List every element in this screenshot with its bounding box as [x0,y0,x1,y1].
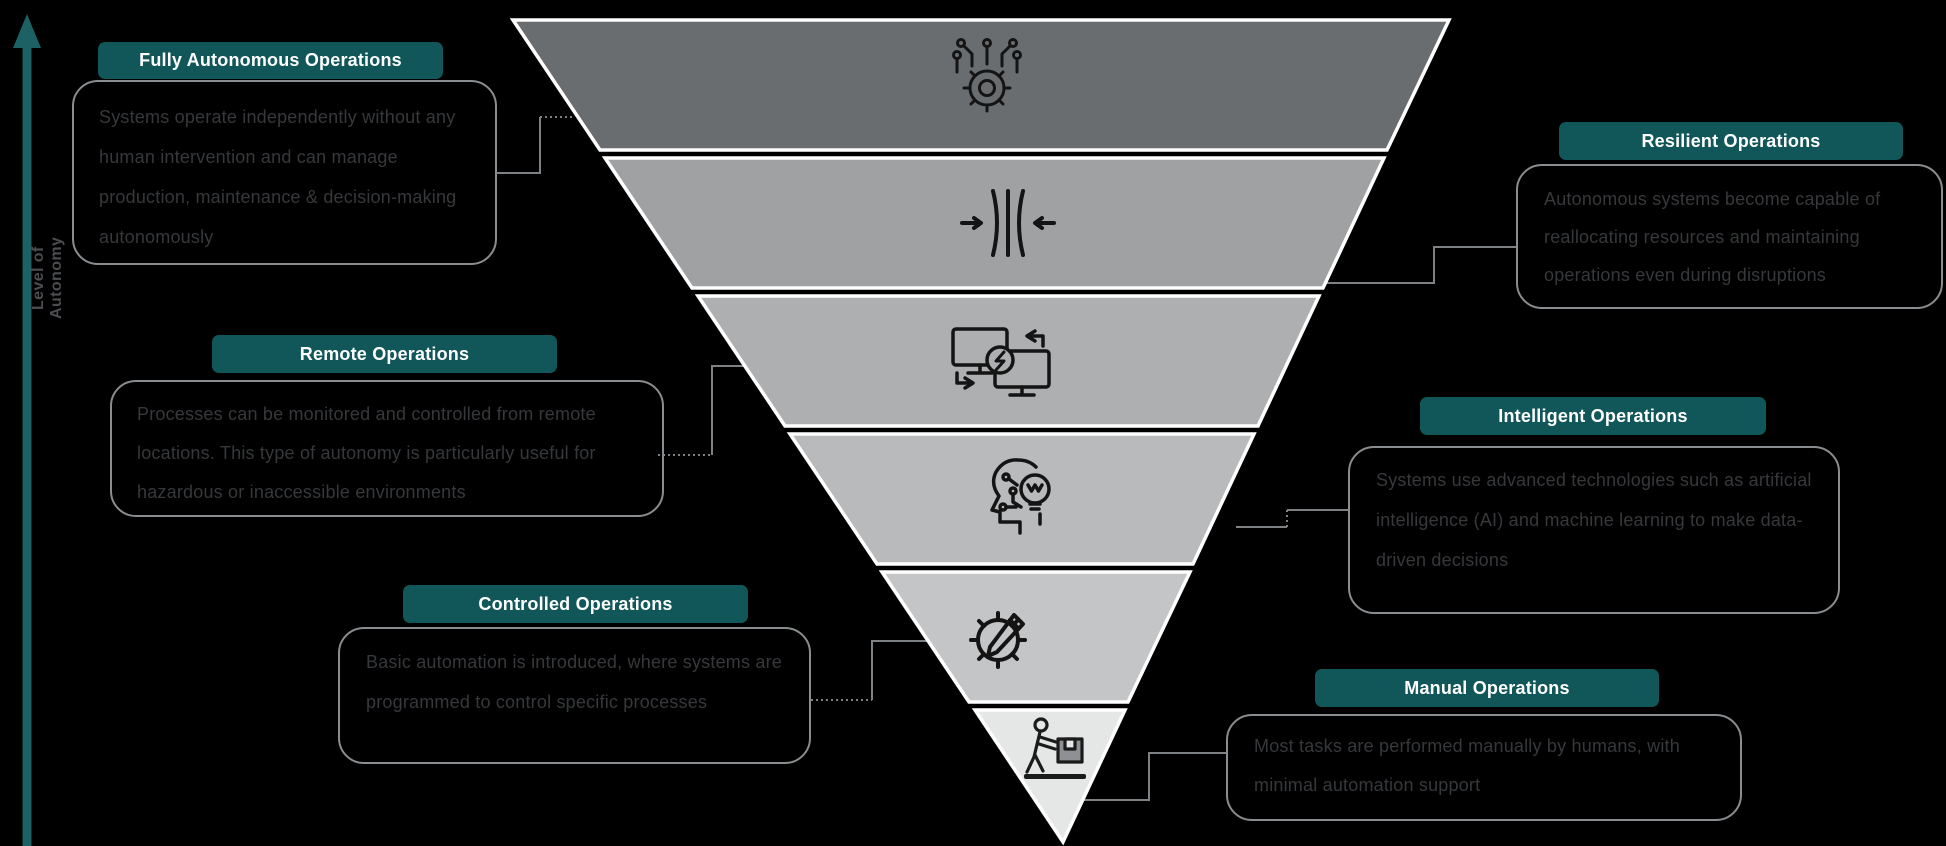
resilience-icon [960,189,1056,257]
automation-gear-icon [952,38,1022,113]
pyramid-band-controlled [878,570,1193,704]
description-intelligent-operations: Systems use advanced technologies such a… [1348,446,1840,614]
pyramid-band-intelligent [786,432,1257,566]
axis-label-level-of-autonomy: Level of Autonomy [30,236,65,320]
connector-lines [497,116,1516,801]
band-icons [951,38,1086,779]
connector-resilient [1325,246,1516,284]
ai-head-icon [990,458,1051,535]
gear-pencil-icon [969,611,1027,669]
badge-fully-autonomous-operations: Fully Autonomous Operations [98,42,443,79]
badge-intelligent-operations: Intelligent Operations [1420,397,1766,435]
badge-controlled-operations: Controlled Operations [403,585,748,623]
manual-worker-icon [1024,717,1086,779]
description-manual-operations: Most tasks are performed manually by hum… [1226,714,1742,821]
connector-manual [1083,752,1226,801]
badge-remote-operations: Remote Operations [212,335,557,373]
description-resilient-operations: Autonomous systems become capable of rea… [1516,164,1943,309]
pyramid-band-resilient [601,156,1387,290]
connector-fully-autonomous [497,117,541,174]
description-remote-operations: Processes can be monitored and controlle… [110,380,664,517]
description-controlled-operations: Basic automation is introduced, where sy… [338,627,811,764]
level-of-autonomy-axis-arrow [13,14,41,846]
remote-monitors-icon [951,327,1051,397]
description-fully-autonomous-operations: Systems operate independently without an… [72,80,497,265]
badge-resilient-operations: Resilient Operations [1559,122,1903,160]
badge-manual-operations: Manual Operations [1315,669,1659,707]
